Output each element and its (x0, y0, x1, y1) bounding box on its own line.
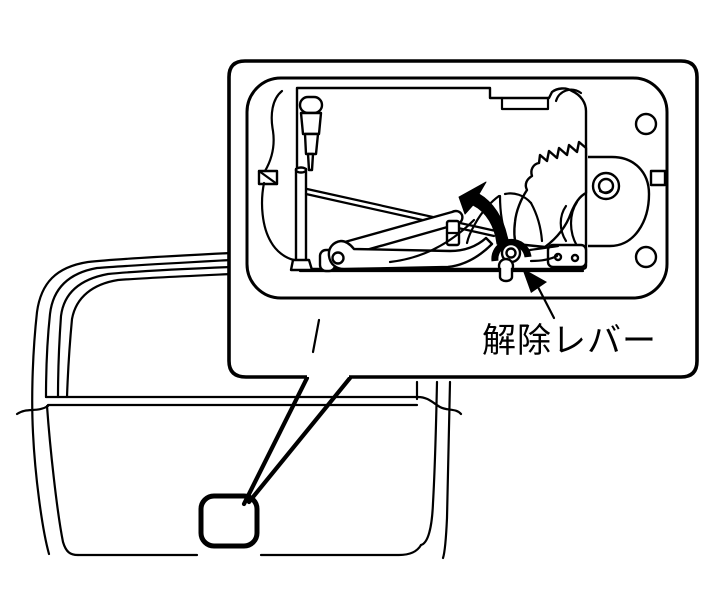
callout-wedge-line (241, 375, 310, 507)
thin-link-rod (305, 187, 498, 233)
actuating-arm (327, 218, 494, 271)
release-lever (465, 192, 560, 263)
door-right-edge-line (419, 380, 439, 547)
sector-gear (513, 140, 588, 249)
pointer-leader-line (536, 285, 556, 320)
door-top-edge-line (44, 258, 233, 399)
door-crease-break-mark (15, 404, 50, 416)
release-lever-boss (491, 238, 532, 283)
door-panel (15, 251, 463, 560)
callout-box: 解除レバー (227, 59, 699, 379)
door-left-edge-line (45, 404, 80, 557)
ratchet-arc (559, 204, 568, 243)
cable-end-cap (298, 95, 324, 115)
vertical-rod (294, 167, 308, 263)
square-marker (649, 169, 667, 187)
callout-label: 解除レバー (482, 321, 657, 361)
door-top-edge-line (65, 272, 233, 399)
housing-tab (500, 96, 550, 111)
latch-mechanism (260, 86, 651, 283)
arm-pivot-hole (331, 251, 345, 265)
flag-marker (257, 169, 279, 186)
rivet-bracket (546, 243, 588, 269)
rivet (570, 253, 580, 263)
callout-wedge-line (246, 375, 353, 505)
pointer-arrow-icon (522, 268, 547, 293)
latch-pivot (588, 155, 651, 248)
door-crease-line (44, 395, 463, 416)
bolt-hole (634, 245, 658, 269)
lever-black-arc (491, 238, 532, 262)
ratchet-arc (569, 200, 579, 248)
door-bottom-edge (259, 543, 423, 557)
release-lever-pointer: 解除レバー (482, 268, 657, 361)
bolt-hole (634, 112, 658, 136)
cable-assembly (260, 89, 337, 273)
housing-corner-bump (554, 88, 583, 103)
door-top-edge-line (31, 251, 233, 556)
stray-sketch-line (311, 318, 321, 354)
access-hole (198, 493, 260, 549)
door-right-edge-line (441, 380, 452, 560)
door-top-edge-line (56, 265, 233, 399)
